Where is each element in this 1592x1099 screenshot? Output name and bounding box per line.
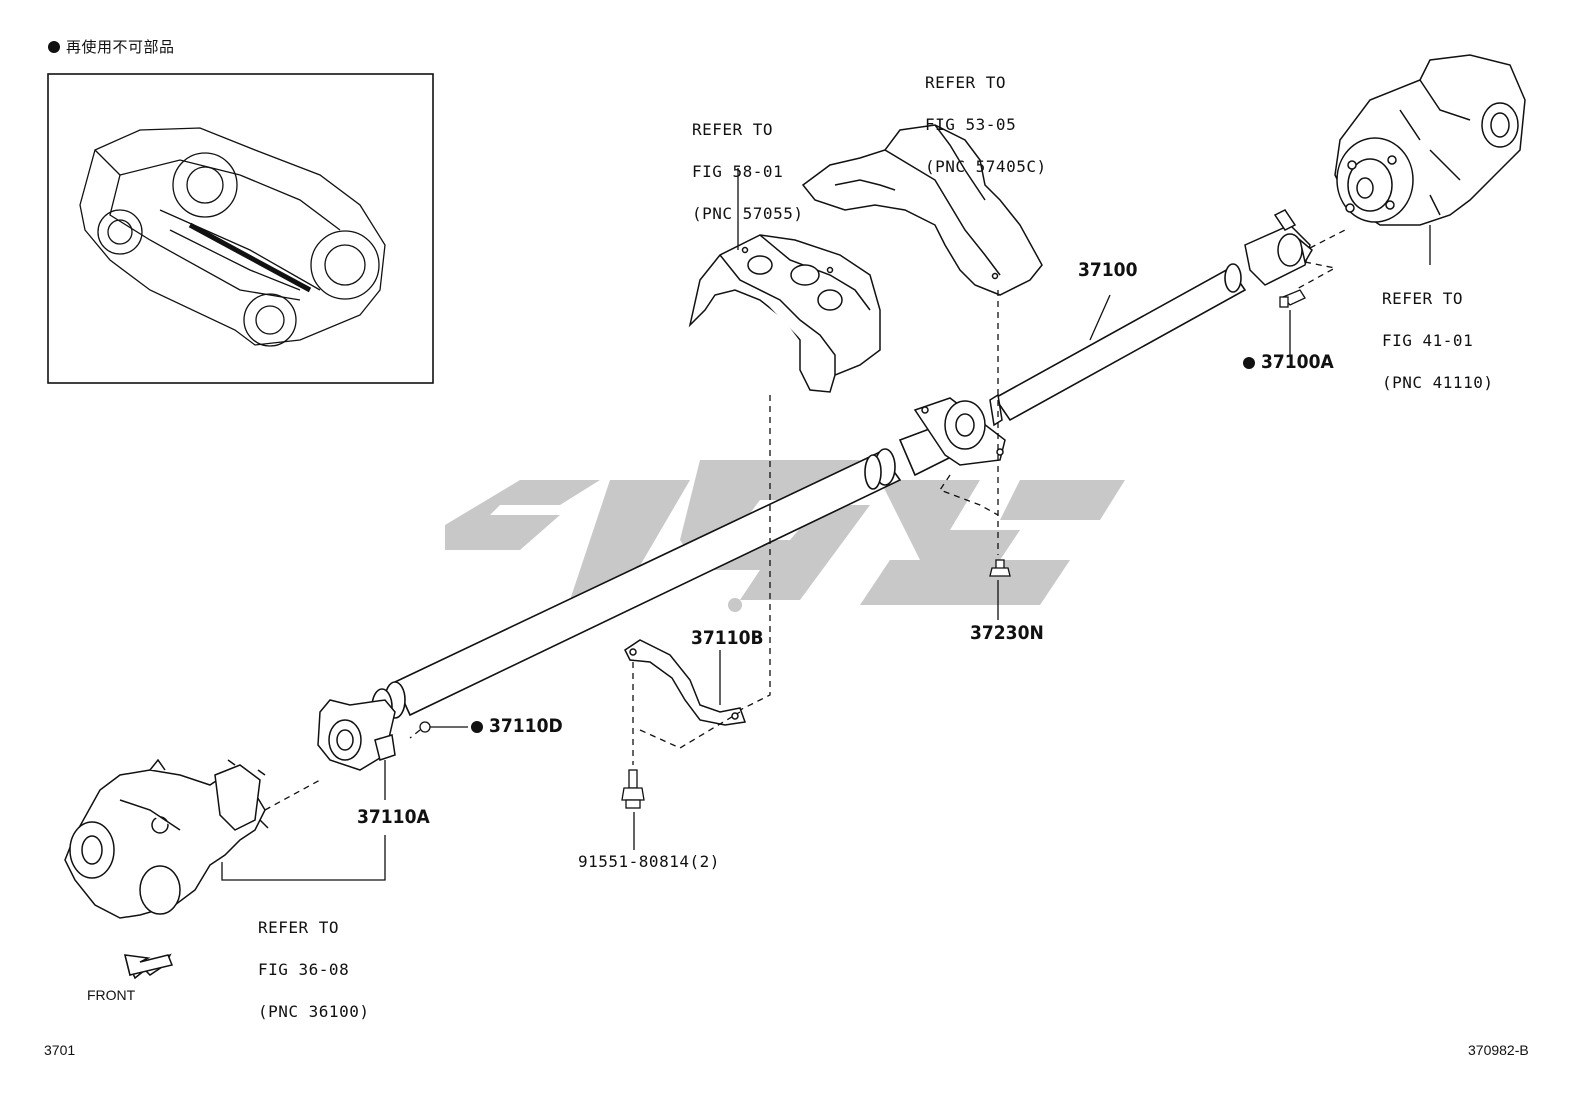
dashed-leaders xyxy=(264,229,1346,811)
refer-differential[interactable]: REFER TO FIG 41-01 (PNC 41110) xyxy=(1382,267,1493,414)
heat-insulator-front xyxy=(688,234,881,393)
non-reusable-dot-icon xyxy=(1243,357,1255,369)
refer-line-3: (PNC 57405C) xyxy=(925,157,1047,176)
front-label: FRONT xyxy=(87,987,136,1003)
figure-number: 3701 xyxy=(44,1042,76,1058)
refer-heat-insulator-front[interactable]: REFER TO FIG 58-01 (PNC 57055) xyxy=(692,98,803,245)
part-91551-80814[interactable]: 91551-80814(2) xyxy=(578,852,720,871)
refer-line-3: (PNC 36100) xyxy=(258,1002,370,1021)
solid-leaders xyxy=(221,168,1431,881)
refer-transfer[interactable]: REFER TO FIG 36-08 (PNC 36100) xyxy=(258,896,369,1043)
legend-non-reusable: 再使用不可部品 xyxy=(48,37,175,58)
refer-line-2: FIG 41-01 xyxy=(1382,331,1474,350)
refer-line-1: REFER TO xyxy=(258,918,340,937)
refer-line-2: FIG 36-08 xyxy=(258,960,350,979)
vehicle-inset xyxy=(47,73,434,384)
support-bracket xyxy=(624,639,747,726)
front-arrow-icon xyxy=(124,953,174,980)
part-37100a[interactable]: 37100A xyxy=(1243,352,1334,373)
part-37230n[interactable]: 37230N xyxy=(970,622,1044,644)
refer-line-3: (PNC 41110) xyxy=(1382,373,1494,392)
refer-line-2: FIG 53-05 xyxy=(925,115,1017,134)
refer-heat-insulator-rear[interactable]: REFER TO FIG 53-05 (PNC 57405C) xyxy=(925,51,1047,198)
legend-text: 再使用不可部品 xyxy=(66,38,175,56)
non-reusable-dot-icon xyxy=(471,721,483,733)
bolts xyxy=(419,289,1306,809)
non-reusable-dot-icon xyxy=(48,41,60,53)
part-37110b[interactable]: 37110B xyxy=(691,627,764,649)
refer-line-3: (PNC 57055) xyxy=(692,204,804,223)
part-number: 37110D xyxy=(489,715,563,737)
part-37110a[interactable]: 37110A xyxy=(357,806,430,828)
diagram-code: 370982-B xyxy=(1468,1042,1529,1058)
part-37100[interactable]: 37100 xyxy=(1078,259,1138,281)
part-37110d[interactable]: 37110D xyxy=(471,716,563,737)
refer-line-2: FIG 58-01 xyxy=(692,162,784,181)
rear-flange-joint xyxy=(1244,209,1313,286)
rear-differential xyxy=(1334,54,1526,226)
refer-line-1: REFER TO xyxy=(692,120,774,139)
refer-line-1: REFER TO xyxy=(1382,289,1464,308)
part-number: 37100A xyxy=(1261,351,1334,373)
heat-insulator-rear xyxy=(801,124,1043,296)
center-bearing xyxy=(913,393,1006,466)
refer-line-1: REFER TO xyxy=(925,73,1007,92)
transfer-case xyxy=(64,758,269,919)
front-flange-joint xyxy=(317,699,396,771)
